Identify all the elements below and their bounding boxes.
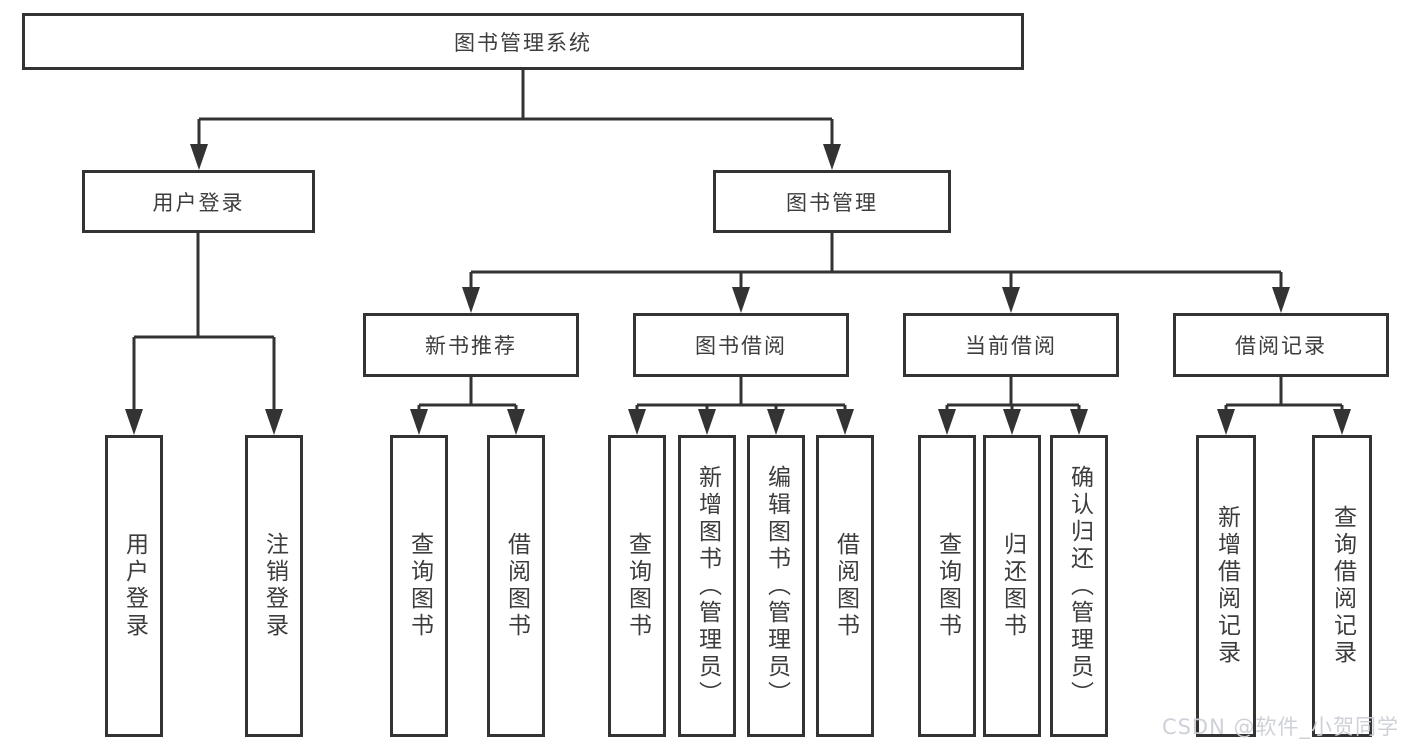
- arrowhead: [628, 409, 646, 435]
- arrowhead: [1272, 287, 1290, 313]
- leaf-add-book-admin: 新增图书（管理员）: [678, 435, 736, 737]
- leaf-user-login: 用户登录: [105, 435, 163, 737]
- arrowheads: [125, 144, 1351, 435]
- arrowhead: [1070, 409, 1088, 435]
- connector-book-borrow-children: [635, 377, 847, 411]
- arrowhead: [190, 144, 208, 170]
- arrowhead: [265, 409, 283, 435]
- leaf-return-book: 归还图书: [983, 435, 1041, 737]
- connector-book-management-children: [469, 233, 1283, 289]
- node-root-system: 图书管理系统: [22, 13, 1024, 70]
- connector-borrow-records-children: [1224, 377, 1344, 411]
- connector-user-login-children: [132, 233, 276, 411]
- leaf-logout: 注销登录: [245, 435, 303, 737]
- arrowhead: [125, 409, 143, 435]
- arrowhead: [698, 409, 716, 435]
- node-book-management: 图书管理: [713, 170, 951, 233]
- csdn-watermark: CSDN @软件_小贺同学: [1161, 715, 1399, 739]
- arrowhead: [938, 409, 956, 435]
- node-book-borrow: 图书借阅: [633, 313, 849, 377]
- node-borrow-records: 借阅记录: [1173, 313, 1389, 377]
- connector-current-borrow-children: [945, 377, 1081, 411]
- arrowhead: [1003, 409, 1021, 435]
- leaf-confirm-return-admin: 确认归还（管理员）: [1050, 435, 1108, 737]
- leaf-query-borrow-record: 查询借阅记录: [1312, 435, 1372, 737]
- arrowhead: [767, 409, 785, 435]
- arrowhead: [1333, 409, 1351, 435]
- leaf-borrow-query-books: 查询图书: [608, 435, 666, 737]
- arrowhead: [507, 409, 525, 435]
- arrowhead: [462, 287, 480, 313]
- connector-new-book-children: [417, 377, 518, 411]
- node-user-login: 用户登录: [82, 170, 315, 233]
- leaf-recommend-borrow-books: 借阅图书: [487, 435, 545, 737]
- leaf-current-query-books: 查询图书: [918, 435, 976, 737]
- leaf-recommend-query-books: 查询图书: [390, 435, 448, 737]
- leaf-add-borrow-record: 新增借阅记录: [1196, 435, 1256, 737]
- arrowhead: [836, 409, 854, 435]
- leaf-borrow-book: 借阅图书: [816, 435, 874, 737]
- node-new-book-recommend: 新书推荐: [363, 313, 579, 377]
- arrowhead: [1002, 287, 1020, 313]
- arrowhead: [732, 287, 750, 313]
- node-current-borrow: 当前借阅: [903, 313, 1119, 377]
- leaf-edit-book-admin: 编辑图书（管理员）: [747, 435, 805, 737]
- arrowhead: [823, 144, 841, 170]
- connector-root-to-level2: [197, 70, 834, 146]
- arrowhead: [1217, 409, 1235, 435]
- arrowhead: [410, 409, 428, 435]
